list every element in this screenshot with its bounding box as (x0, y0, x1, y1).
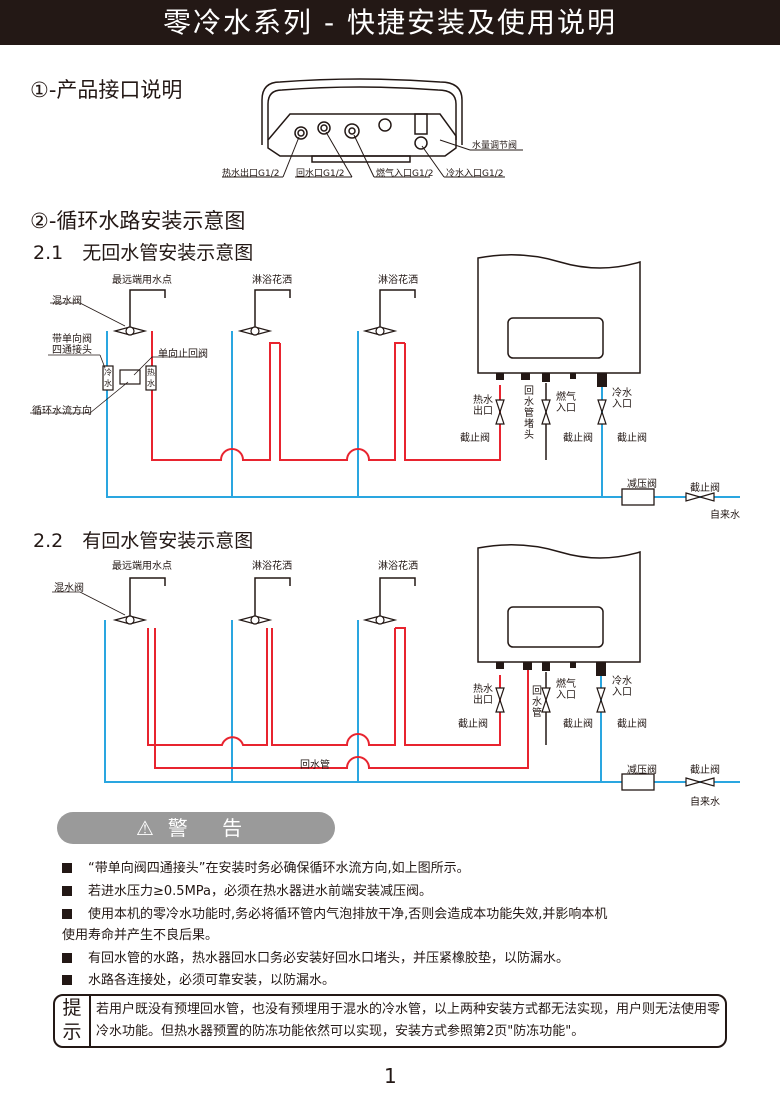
mix-valve-label-2: 混水阀 (54, 583, 84, 594)
section2-title: ②-循环水路安装示意图 (30, 209, 246, 233)
diagram-2-2 (52, 544, 740, 791)
check-valve-label: 单向止回阀 (158, 349, 208, 360)
reducing-valve-2 (621, 773, 655, 791)
tip-text: 若用户既没有预埋回水管，也没有预埋用于混水的冷水管，以上两种安装方式都无法实现，… (96, 1002, 721, 1039)
four-way-label: 带单向阀 四通接头 (52, 334, 92, 356)
mix-valve-label: 混水阀 (52, 296, 82, 307)
stop-valve-label-1: 截止阀 (460, 433, 490, 444)
page-number: 1 (384, 1064, 397, 1088)
bullet-icon (62, 909, 72, 919)
warning-item-3-cont: 使用寿命并产生不良后果。 (62, 928, 219, 943)
hot-pipe-loop-1 (151, 331, 280, 461)
warning-title: 警 告 (167, 816, 257, 840)
label-gas-in: 燃气入口G1/2 (376, 169, 434, 179)
hot-pipe-loop-2 (279, 342, 405, 461)
return-pipe-label: 回水管 (300, 760, 330, 771)
return-pipe (154, 628, 529, 769)
stop-valve-label-2: 截止阀 (563, 433, 593, 444)
cold-main-pipe-2 (104, 620, 740, 783)
far-point-label-2: 最远端用水点 (112, 561, 172, 572)
stop-valve-label-3: 截止阀 (617, 433, 647, 444)
shower1-label-2: 淋浴花洒 (252, 561, 292, 572)
heater-hot-out-label-2: 热水出口 (473, 684, 493, 706)
bullet-icon (62, 886, 72, 896)
warning-item-3: 使用本机的零冷水功能时,务必将循环管内气泡排放干净,否则会造成本功能失效,并影响… (62, 903, 607, 922)
warning-icon: ⚠ (135, 816, 154, 840)
heater-gas-in-label: 燃气入口 (556, 392, 576, 414)
sub1-title: 2.1 无回水管安装示意图 (33, 242, 254, 264)
bullet-icon (62, 975, 72, 985)
shower1-label: 淋浴花洒 (252, 275, 292, 286)
hot-label: 热水 (147, 368, 155, 388)
heater-cold-in-label: 冷水入口 (612, 388, 632, 410)
warning-item-4: 有回水管的水路，热水器回水口务必安装好回水口堵头，并压紧橡胶垫，以防漏水。 (62, 947, 569, 966)
bullet-icon (62, 953, 72, 963)
page-banner: 零冷水系列 - 快捷安装及使用说明 (0, 0, 780, 45)
mixer-valves (112, 326, 398, 336)
label-hot-out: 热水出口G1/2 (222, 169, 280, 179)
inlet-stop-valve-1 (685, 492, 715, 502)
stop-valves-2-1 (495, 399, 607, 425)
heater-gas-in-label-2: 燃气入口 (556, 679, 576, 701)
warning-item-1: “带单向阀四通接头”在安装时务必确保循环水流方向,如上图所示。 (62, 857, 470, 876)
tap-water-label-2: 自来水 (690, 797, 720, 808)
stop-valve-label-4: 截止阀 (458, 719, 488, 730)
tip-label: 提示 (55, 996, 91, 1046)
shower2-label: 淋浴花洒 (378, 275, 418, 286)
far-point-label: 最远端用水点 (112, 275, 172, 286)
heater-unit-2 (477, 544, 641, 663)
tip-box: 提示 若用户既没有预埋回水管，也没有预埋用于混水的冷水管，以上两种安装方式都无法… (53, 994, 727, 1048)
warning-item-2: 若进水压力≥0.5MPa，必须在热水器进水前端安装减压阀。 (62, 880, 432, 899)
cold-label: 冷水 (104, 368, 112, 388)
heater-unit-1 (477, 254, 641, 374)
stop-valve-label-5: 截止阀 (563, 719, 593, 730)
shower2-label-2: 淋浴花洒 (378, 561, 418, 572)
bullet-icon (62, 863, 72, 873)
heater-bottom-view (261, 78, 463, 163)
reducing-valve-1 (621, 488, 655, 506)
reducing-valve-label-2: 减压阀 (627, 765, 657, 776)
diagram-2-1 (30, 254, 740, 506)
inlet-stop-valve-label-2: 截止阀 (690, 765, 720, 776)
inlet-stop-valve-label: 截止阀 (690, 483, 720, 494)
label-cold-in: 冷水入口G1/2 (446, 169, 504, 179)
tap-water-label: 自来水 (710, 510, 740, 521)
inlet-stop-valve-2 (685, 777, 715, 787)
warning-banner: ⚠ 警 告 (57, 812, 335, 844)
label-flow-valve: 水量调节阀 (472, 141, 518, 151)
flow-dir-label: 循环水流方向 (32, 406, 92, 417)
return-label-2: 回水管 (532, 686, 542, 719)
warning-item-5: 水路各连接处，必须可靠安装，以防漏水。 (62, 969, 335, 988)
stop-valve-label-6: 截止阀 (617, 719, 647, 730)
section1-title: ①-产品接口说明 (30, 78, 183, 102)
return-plug-label: 回水管堵头 (524, 386, 534, 441)
sub2-title: 2.2 有回水管安装示意图 (33, 530, 254, 552)
label-return-in: 回水口G1/2 (296, 169, 345, 179)
heater-hot-out-label: 热水出口 (473, 395, 493, 417)
reducing-valve-label: 减压阀 (627, 479, 657, 490)
section1-leaders (222, 131, 523, 178)
heater-cold-in-label-2: 冷水入口 (612, 676, 632, 698)
